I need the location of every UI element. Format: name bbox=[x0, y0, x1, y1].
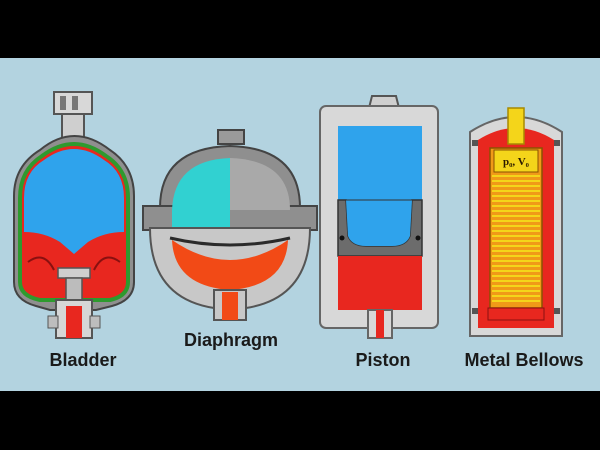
caption-piston: Piston bbox=[355, 350, 411, 370]
diaphragm-accumulator bbox=[142, 129, 318, 321]
diaphragm-membrane bbox=[169, 236, 291, 247]
diaphragm-gas-plug bbox=[217, 129, 245, 145]
diaphragm-fluid bbox=[172, 240, 288, 290]
piston-accumulator bbox=[319, 95, 439, 339]
bellows-base-plate bbox=[487, 307, 545, 321]
metal-bellows-accumulator: p₀, V₀ bbox=[469, 107, 563, 337]
bladder-gas bbox=[24, 149, 124, 254]
caption-bladder: Bladder bbox=[49, 350, 117, 370]
diaphragm-gas-chamber bbox=[172, 158, 230, 236]
bellows-gas-valve bbox=[507, 107, 525, 145]
caption-diaphragm: Diaphragm bbox=[183, 330, 279, 350]
bladder-poppet bbox=[57, 267, 91, 279]
bellows-top-plate bbox=[493, 149, 539, 173]
caption-metal-bellows: Metal Bellows bbox=[464, 350, 584, 370]
piston-fluid bbox=[338, 256, 422, 310]
bellows-inner-label: p₀, V₀ bbox=[503, 156, 530, 168]
bellows-pleats bbox=[492, 175, 540, 302]
piston-gas bbox=[338, 126, 422, 200]
bladder-accumulator bbox=[13, 91, 135, 339]
